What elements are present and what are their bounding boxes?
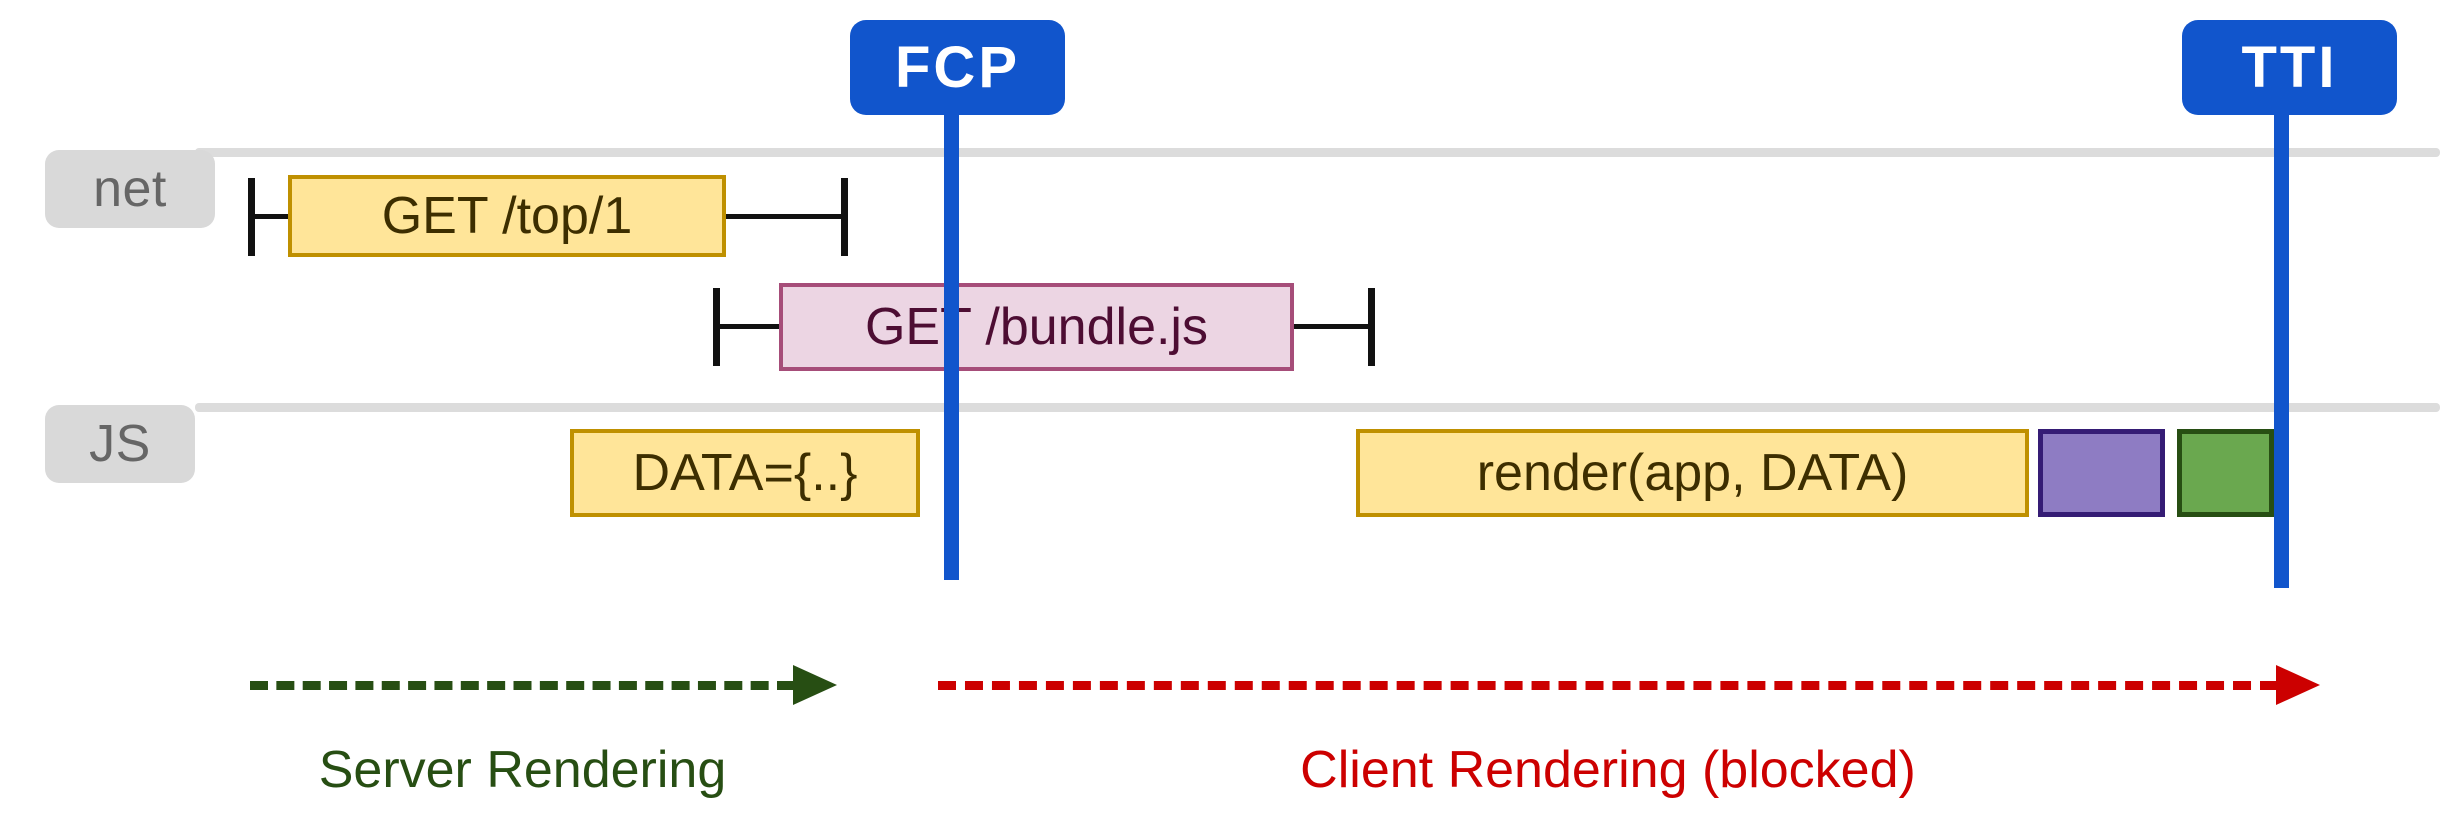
task-bar-get-top-1-label: GET /top/1: [381, 187, 633, 245]
lane-baseline-js: [195, 403, 2440, 412]
lane-baseline-net: [195, 148, 2440, 157]
milestone-badge-fcp-label: FCP: [895, 35, 1020, 100]
lane-label-net: net: [45, 150, 215, 228]
annotation-arrow-server-rendering: [250, 681, 795, 690]
milestone-badge-tti[interactable]: TTI: [2182, 20, 2397, 115]
whisker-line-left-get-bundle-js: [713, 324, 785, 329]
annotation-arrowhead-server-rendering: [793, 665, 837, 705]
milestone-badge-fcp[interactable]: FCP: [850, 20, 1065, 115]
annotation-label-server-rendering-text: Server Rendering: [318, 741, 727, 799]
task-bar-green[interactable]: [2177, 429, 2274, 517]
lane-label-js-text: JS: [89, 415, 151, 473]
task-bar-render-call[interactable]: render(app, DATA): [1356, 429, 2029, 517]
annotation-label-client-rendering: Client Rendering (blocked): [938, 740, 2278, 800]
whisker-line-left-get-top-1: [248, 214, 296, 219]
whisker-cap-right-get-bundle-js: [1368, 288, 1375, 366]
annotation-label-server-rendering: Server Rendering: [250, 740, 795, 800]
milestone-line-fcp: [944, 110, 959, 580]
lane-label-net-text: net: [93, 160, 167, 218]
task-bar-get-bundle-js-label: GET /bundle.js: [864, 298, 1208, 356]
task-bar-data-assign-label: DATA={..}: [632, 444, 858, 502]
whisker-line-right-get-bundle-js: [1290, 324, 1374, 329]
whisker-line-right-get-top-1: [722, 214, 848, 219]
lane-label-js: JS: [45, 405, 195, 483]
milestone-badge-tti-label: TTI: [2241, 35, 2338, 100]
whisker-cap-right-get-top-1: [841, 178, 848, 256]
task-bar-data-assign[interactable]: DATA={..}: [570, 429, 920, 517]
annotation-arrow-client-rendering: [938, 681, 2278, 690]
task-bar-get-top-1[interactable]: GET /top/1: [288, 175, 726, 257]
task-bar-get-bundle-js[interactable]: GET /bundle.js: [779, 283, 1294, 371]
milestone-line-tti: [2274, 110, 2289, 588]
task-bar-purple[interactable]: [2038, 429, 2165, 517]
annotation-arrowhead-client-rendering: [2276, 665, 2320, 705]
annotation-label-client-rendering-text: Client Rendering (blocked): [1300, 741, 1916, 799]
task-bar-render-call-label: render(app, DATA): [1476, 444, 1909, 502]
